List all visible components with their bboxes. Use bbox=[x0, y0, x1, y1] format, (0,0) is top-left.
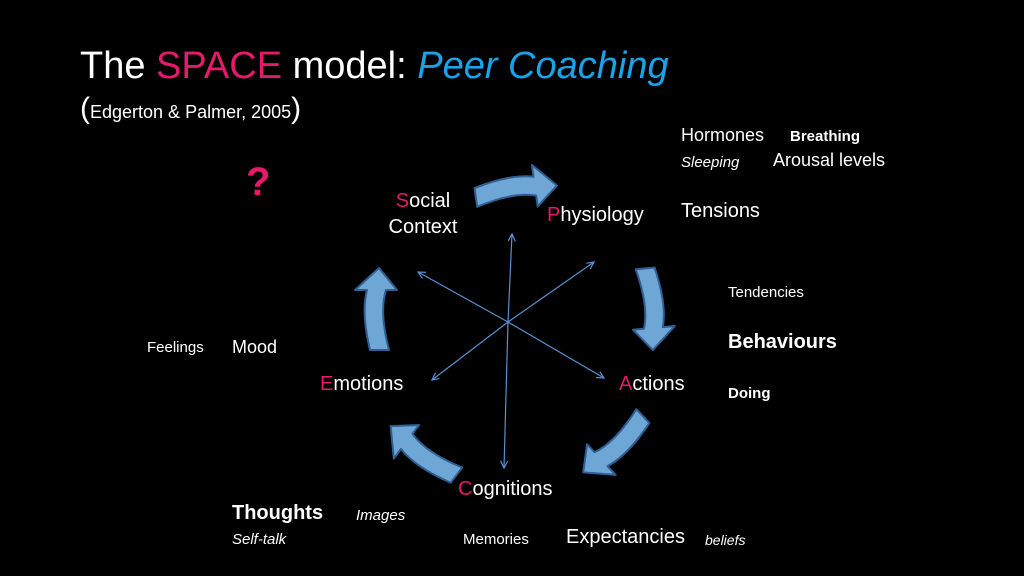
node-physiology-initial: P bbox=[547, 204, 561, 226]
node-physiology-rest: hysiology bbox=[560, 204, 644, 226]
node-actions: Actions bbox=[619, 371, 685, 397]
annotation-tensions: Tensions bbox=[681, 200, 760, 222]
title-subtitle: Peer Coaching bbox=[417, 45, 669, 87]
annotation-hormones: Hormones bbox=[681, 125, 765, 145]
annotation-thoughts: Thoughts bbox=[232, 502, 324, 524]
node-social-line2: Context bbox=[388, 216, 458, 238]
node-emotions-rest: motions bbox=[333, 373, 404, 395]
arrow-social-to-physiology bbox=[473, 163, 558, 208]
annotation-memories: Memories bbox=[463, 531, 529, 548]
citation-close: ) bbox=[291, 92, 302, 125]
node-social-context: Social Context bbox=[378, 188, 468, 240]
arrow-physiology-to-actions bbox=[631, 266, 676, 352]
connector-line-to-actions bbox=[507, 321, 604, 378]
arrow-actions-to-cognitions bbox=[582, 408, 651, 476]
annotation-expectancies: Expectancies bbox=[566, 526, 685, 548]
annotation-behaviours: Behaviours bbox=[728, 331, 837, 353]
node-emotions: Emotions bbox=[320, 371, 403, 397]
annotation-tendencies: Tendencies bbox=[728, 284, 804, 301]
node-cognitions-initial: C bbox=[458, 478, 473, 500]
node-social-rest: ocial bbox=[409, 190, 451, 212]
annotation-breathing: Breathing bbox=[790, 128, 861, 145]
title-highlight: SPACE bbox=[156, 45, 283, 87]
connector-line-to-emotions bbox=[432, 321, 509, 380]
annotation-doing: Doing bbox=[728, 385, 771, 402]
connector-line-vertical-down bbox=[504, 321, 509, 468]
connector-line-to-physiology bbox=[507, 262, 594, 323]
annotation-beliefs: beliefs bbox=[705, 532, 746, 548]
title-middle: model: bbox=[282, 45, 418, 87]
annotation-sleeping: Sleeping bbox=[681, 154, 740, 171]
citation-open: ( bbox=[80, 92, 90, 125]
annotation-mood: Mood bbox=[232, 337, 278, 357]
node-social-initial: S bbox=[395, 190, 410, 212]
citation: (Edgerton & Palmer, 2005) bbox=[80, 94, 301, 127]
annotation-arousal-levels: Arousal levels bbox=[773, 150, 886, 170]
annotation-images: Images bbox=[356, 507, 406, 524]
node-actions-rest: ctions bbox=[632, 373, 685, 395]
node-actions-initial: A bbox=[619, 373, 633, 395]
arrow-emotions-to-social bbox=[354, 267, 398, 351]
citation-text: Edgerton & Palmer, 2005 bbox=[90, 102, 292, 122]
node-cognitions-rest: ognitions bbox=[472, 478, 553, 500]
annotation-self-talk: Self-talk bbox=[232, 531, 287, 548]
question-mark: ? bbox=[246, 160, 271, 204]
annotation-feelings: Feelings bbox=[147, 339, 204, 356]
title-prefix: The bbox=[80, 45, 157, 87]
node-cognitions: Cognitions bbox=[458, 476, 553, 502]
arrow-cognitions-to-emotions bbox=[389, 424, 464, 484]
node-physiology: Physiology bbox=[547, 202, 644, 228]
node-emotions-initial: E bbox=[320, 373, 334, 395]
connector-line-vertical bbox=[507, 234, 512, 323]
page-title: The SPACE model: Peer Coaching bbox=[80, 44, 669, 88]
connector-line-to-social bbox=[418, 272, 509, 323]
